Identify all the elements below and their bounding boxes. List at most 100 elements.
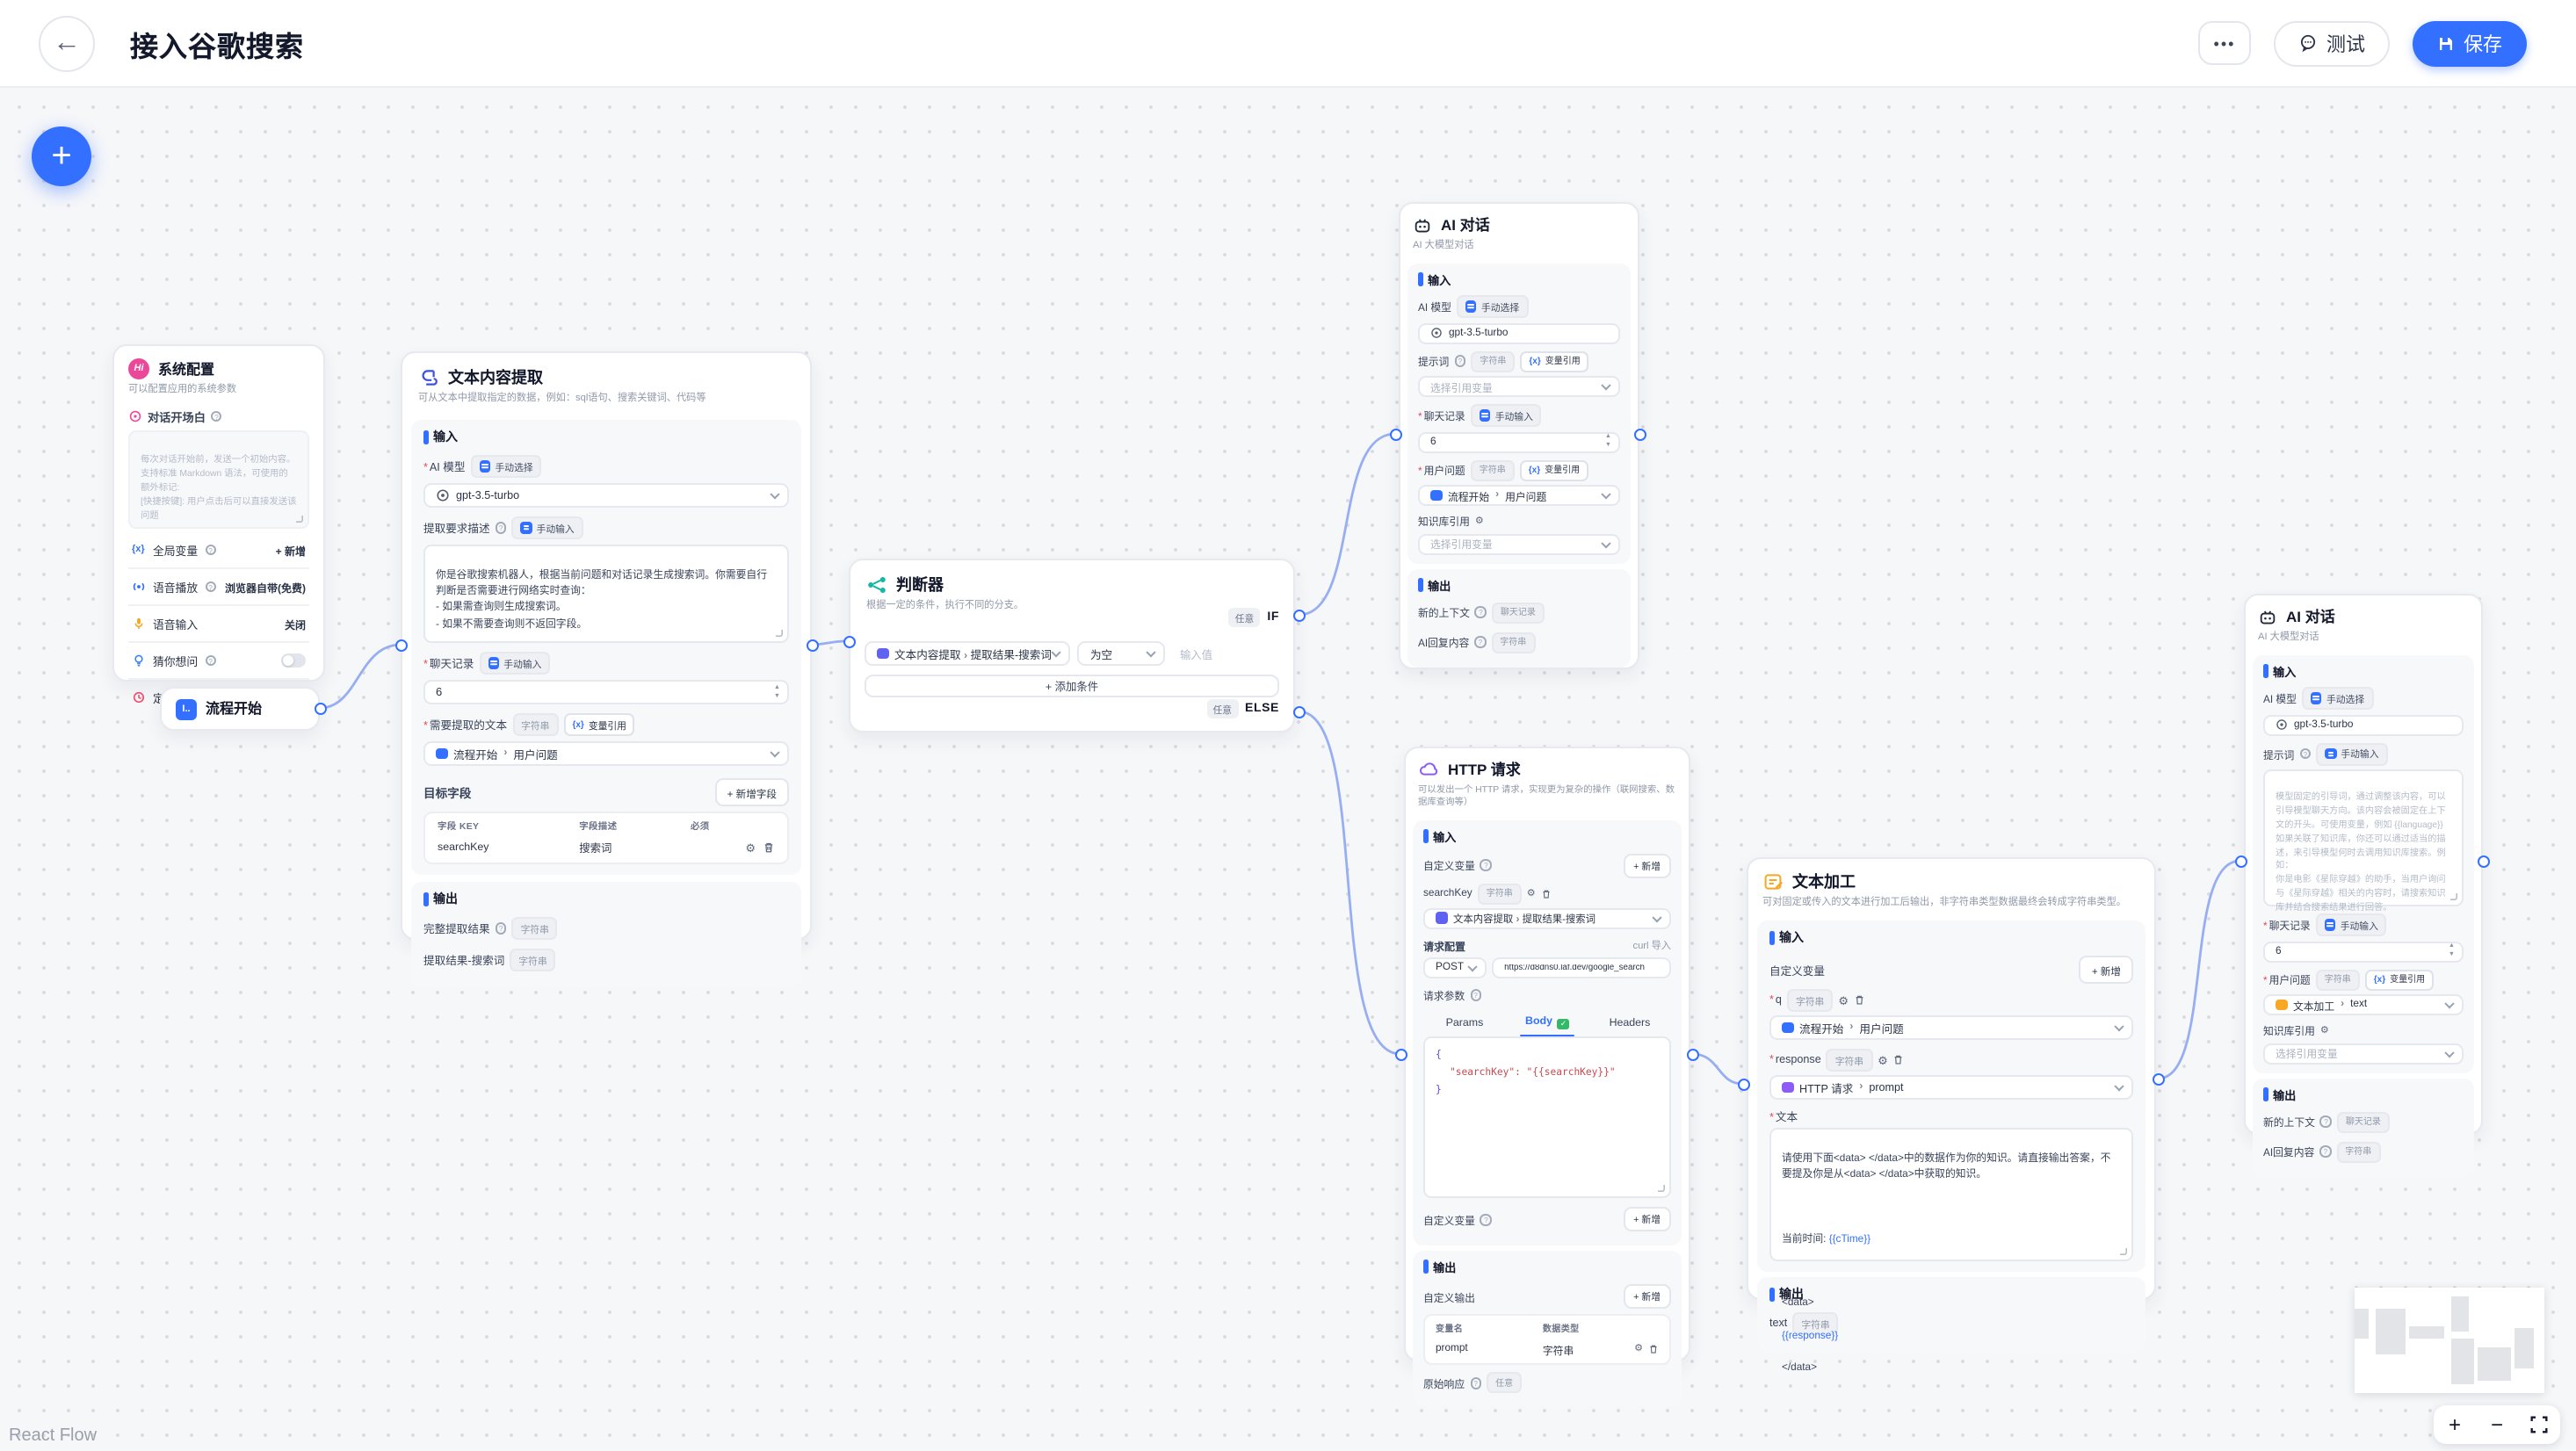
tts-value[interactable]: 浏览器自带(免费) <box>225 584 306 596</box>
handle-aichat-right-in[interactable] <box>2234 855 2247 867</box>
add-var-button[interactable]: + 新增 <box>1623 853 1671 878</box>
any-condition-badge[interactable]: 任意 <box>1206 699 1239 718</box>
user-question-select[interactable]: 流程开始›用户问题 <box>1418 485 1620 507</box>
handle-http-in[interactable] <box>1394 1048 1407 1060</box>
handle-aichat-top-out[interactable] <box>1633 428 1646 440</box>
resize-handle-icon[interactable] <box>2120 1248 2127 1256</box>
condition-variable-select[interactable]: 文本内容提取 › 提取结果-搜索词 <box>865 641 1071 667</box>
resize-handle-icon[interactable] <box>2450 893 2457 901</box>
var-ref-badge[interactable]: {x}变量引用 <box>2364 969 2435 991</box>
body-code-editor[interactable]: { "searchKey": "{{searchKey}}" } <box>1423 1036 1671 1199</box>
response-var-select[interactable]: HTTP 请求›prompt <box>1769 1075 2133 1101</box>
handle-textedit-in[interactable] <box>1737 1078 1749 1090</box>
method-select[interactable]: POST <box>1423 957 1487 979</box>
handle-extract-in[interactable] <box>394 639 407 651</box>
minimap[interactable] <box>2355 1288 2544 1393</box>
handle-aichat-right-out[interactable] <box>2477 855 2489 867</box>
tab-headers[interactable]: Headers <box>1609 1016 1651 1029</box>
tab-params[interactable]: Params <box>1445 1016 1484 1029</box>
handle-http-out[interactable] <box>1686 1048 1698 1060</box>
manual-input-badge[interactable]: 手动输入 <box>2316 742 2388 766</box>
manual-select-badge[interactable]: 手动选择 <box>2301 687 2374 711</box>
node-system-config[interactable]: Hi 系统配置 可以配置应用的系统参数 对话开场白 每次对话开始前，发送一个初始… <box>112 344 325 705</box>
gear-icon[interactable]: ⚙ <box>1634 1344 1643 1355</box>
resize-handle-icon[interactable] <box>776 630 783 638</box>
number-stepper[interactable]: ▲▼ <box>773 682 780 699</box>
back-button[interactable]: ← <box>39 15 95 71</box>
condition-value-input[interactable]: 输入值 <box>1173 641 1279 666</box>
manual-input-badge[interactable]: 手动输入 <box>479 652 551 675</box>
number-stepper[interactable]: ▲▼ <box>1604 432 1611 449</box>
trash-icon[interactable] <box>763 841 775 854</box>
var-ref-badge[interactable]: {x}变量引用 <box>1519 459 1589 481</box>
var-ref-select[interactable]: 文本内容提取 › 提取结果-搜索词 <box>1423 907 1671 929</box>
number-stepper[interactable]: ▲▼ <box>2448 942 2455 958</box>
node-ai-chat-right[interactable]: AI 对话 AI 大模型对话 输入 AI 模型 手动选择 gpt-3.5-tur… <box>2244 594 2483 1177</box>
add-output-button[interactable]: + 新增 <box>1623 1284 1671 1310</box>
var-ref-badge[interactable]: {x}变量引用 <box>1520 350 1589 372</box>
node-http-request[interactable]: HTTP 请求 可以发出一个 HTTP 请求，实现更为复杂的操作（联网搜索、数据… <box>1404 747 1690 1408</box>
var-ref-badge[interactable]: {x}变量引用 <box>563 713 635 737</box>
trash-icon[interactable] <box>1893 1055 1905 1066</box>
url-input[interactable]: https://d8dns0.laf.dev/google_search <box>1492 957 1671 979</box>
flow-canvas[interactable]: + H <box>0 88 2576 1451</box>
manual-select-badge[interactable]: 手动选择 <box>1456 295 1529 319</box>
any-condition-badge[interactable]: 任意 <box>1228 608 1261 627</box>
node-flow-start[interactable]: I.. 流程开始 <box>160 687 320 731</box>
handle-classifier-if-out[interactable] <box>1292 609 1305 621</box>
gear-icon[interactable]: ⚙ <box>745 842 756 855</box>
resize-handle-icon[interactable] <box>296 516 303 523</box>
gear-icon[interactable]: ⚙ <box>1526 888 1536 899</box>
add-condition-button[interactable]: + 添加条件 <box>865 675 1279 698</box>
trash-icon[interactable] <box>1854 995 1865 1007</box>
text-template-textarea[interactable]: 请使用下面<data> </data>中的数据作为你的知识。请直接输出答案，不要… <box>1769 1128 2133 1374</box>
handle-classifier-in[interactable] <box>843 635 855 647</box>
chat-history-input[interactable]: 6 ▲▼ <box>423 680 789 705</box>
add-field-button[interactable]: + 新增字段 <box>714 778 789 807</box>
curl-import-link[interactable]: curl 导入 <box>1632 942 1671 953</box>
prompt-var-select[interactable]: 选择引用变量 <box>1418 376 1620 398</box>
chat-history-input[interactable]: 6 ▲▼ <box>1418 431 1620 453</box>
kb-ref-select[interactable]: 选择引用变量 <box>2263 1043 2464 1065</box>
prompt-textarea[interactable]: 模型固定的引导词，通过调整该内容，可以引导模型聊天方向。该内容会被固定在上下文的… <box>2263 769 2464 913</box>
model-select[interactable]: gpt-3.5-turbo <box>2263 714 2464 736</box>
handle-extract-out[interactable] <box>806 639 818 651</box>
node-classifier[interactable]: 判断器 根据一定的条件，执行不同的分支。 任意 IF 文本内容提取 › 提取结果… <box>849 559 1295 733</box>
gear-icon[interactable]: ⚙ <box>1474 516 1484 527</box>
more-button[interactable]: ••• <box>2198 21 2251 65</box>
condition-operator-select[interactable]: 为空 <box>1077 641 1166 667</box>
q-var-select[interactable]: 流程开始›用户问题 <box>1769 1015 2133 1041</box>
kb-ref-select[interactable]: 选择引用变量 <box>1418 533 1620 555</box>
stt-value[interactable]: 关闭 <box>284 621 306 632</box>
node-text-extract[interactable]: 文本内容提取 可从文本中提取指定的数据，例如：sql语句、搜索关键词、代码等 输… <box>401 351 812 988</box>
node-ai-chat-top[interactable]: AI 对话 AI 大模型对话 输入 AI 模型 手动选择 gpt-3.5-tur… <box>1399 202 1639 669</box>
handle-textedit-out[interactable] <box>2152 1072 2164 1085</box>
welcome-textarea[interactable]: 每次对话开始前，发送一个初始内容。支持标准 Markdown 语法，可使用的额外… <box>128 430 309 530</box>
global-var-add-button[interactable]: + 新增 <box>275 547 306 559</box>
desc-textarea[interactable]: 你是谷歌搜索机器人，根据当前问题和对话记录生成搜索词。你需要自行判断是否需要进行… <box>423 545 789 644</box>
node-text-edit[interactable]: 文本加工 可对固定或传入的文本进行加工后输出，非字符串类型数据最终会转成字符串类… <box>1747 857 2156 1374</box>
guess-toggle[interactable] <box>281 653 306 668</box>
save-button[interactable]: 保存 <box>2413 20 2527 66</box>
gear-icon[interactable]: ⚙ <box>2319 1025 2329 1036</box>
chat-history-input[interactable]: 6 ▲▼ <box>2263 941 2464 963</box>
gear-icon[interactable]: ⚙ <box>1838 995 1849 1008</box>
manual-input-badge[interactable]: 手动输入 <box>1470 404 1542 428</box>
manual-select-badge[interactable]: 手动选择 <box>470 455 542 479</box>
handle-aichat-top-in[interactable] <box>1389 428 1401 440</box>
manual-input-badge[interactable]: 手动输入 <box>511 516 583 540</box>
gear-icon[interactable]: ⚙ <box>1878 1055 1888 1068</box>
model-select[interactable]: gpt-3.5-turbo <box>1418 322 1620 344</box>
handle-flow-start-out[interactable] <box>314 702 326 714</box>
trash-icon[interactable] <box>1648 1345 1659 1355</box>
source-select[interactable]: 流程开始›用户问题 <box>423 741 789 767</box>
model-select[interactable]: gpt-3.5-turbo <box>423 483 789 509</box>
zoom-in-button[interactable]: + <box>2448 1412 2461 1437</box>
handle-classifier-else-out[interactable] <box>1292 705 1305 718</box>
add-var-button[interactable]: + 新增 <box>1623 1207 1671 1232</box>
zoom-out-button[interactable]: − <box>2490 1412 2503 1437</box>
user-question-select[interactable]: 文本加工›text <box>2263 994 2464 1016</box>
test-button[interactable]: 测试 <box>2274 20 2390 66</box>
fit-view-button[interactable] <box>2523 1409 2555 1440</box>
resize-handle-icon[interactable] <box>1658 1185 1665 1193</box>
